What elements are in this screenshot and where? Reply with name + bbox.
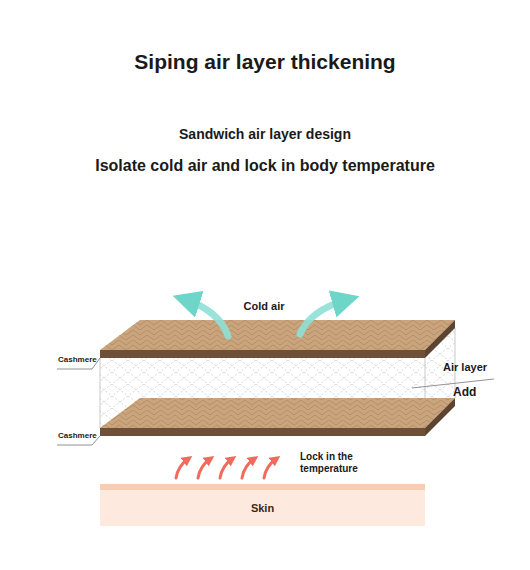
subtitle: Sandwich air layer design	[179, 126, 351, 142]
warm-arrows	[176, 459, 276, 478]
skin-band	[100, 490, 425, 526]
skin-top	[100, 484, 425, 490]
cold-air-arrow	[186, 300, 228, 336]
skin-band: Skin	[100, 490, 425, 526]
part-name: Air layer	[443, 361, 487, 373]
cold-air-label: Cold air	[244, 300, 285, 312]
title: Siping air layer thickening	[0, 50, 530, 74]
cashmere-slab	[100, 320, 455, 358]
cashmere-slab	[100, 398, 455, 436]
part-name: Cashmere	[58, 431, 97, 440]
part-name: Cashmere	[58, 355, 97, 364]
cold-air-arrow	[300, 300, 346, 334]
subtitle: Isolate cold air and lock in body temper…	[95, 157, 435, 175]
note: Lock in the temperature	[300, 451, 390, 475]
note: Add	[453, 385, 476, 399]
band-text: Skin	[251, 502, 274, 514]
